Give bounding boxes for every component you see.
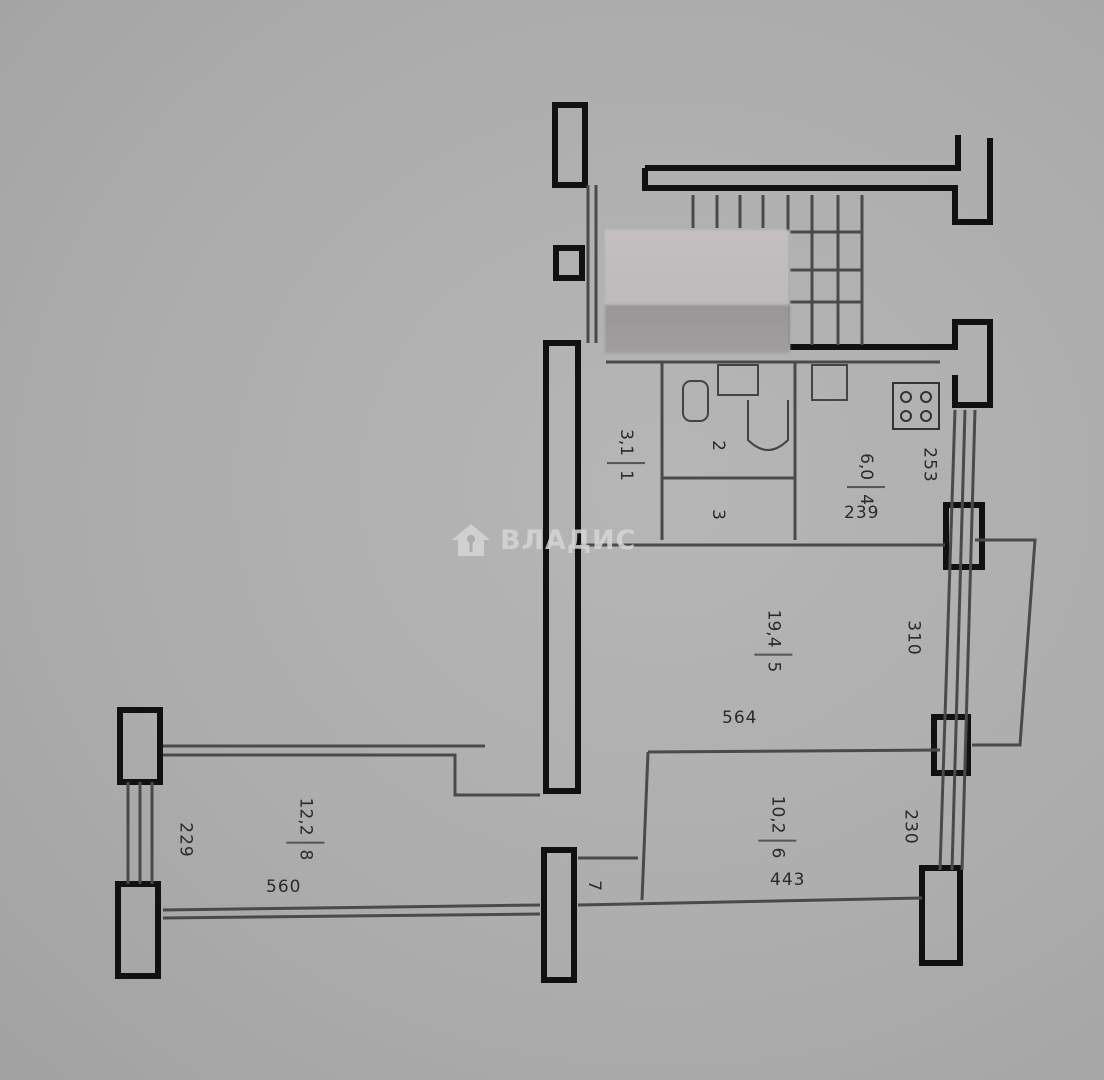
room-3-label: 3 bbox=[707, 509, 728, 521]
dim-room8-width: 229 bbox=[175, 822, 196, 858]
dim-kitchen-width: 253 bbox=[919, 447, 940, 483]
right-pillar-1 bbox=[943, 502, 985, 570]
upper-left-pillar bbox=[552, 102, 588, 188]
dim-kitchen-length: 239 bbox=[844, 503, 880, 523]
room-7-label: 7 bbox=[583, 880, 604, 892]
central-wall-lower bbox=[541, 847, 577, 983]
dim-bedroom6-length: 443 bbox=[770, 870, 806, 890]
dim-room8-length: 560 bbox=[266, 877, 302, 897]
blurred-region bbox=[605, 230, 790, 353]
watermark: ВЛАДИС bbox=[450, 522, 636, 558]
dim-living-length: 564 bbox=[722, 708, 758, 728]
small-column bbox=[553, 245, 585, 281]
toilet-icon bbox=[682, 380, 709, 422]
stove-icon bbox=[892, 382, 940, 430]
room-2-label: 2 bbox=[707, 440, 728, 452]
dim-bedroom6-width: 230 bbox=[900, 809, 921, 845]
dim-living-width: 310 bbox=[903, 620, 924, 656]
left-pillar-1 bbox=[117, 707, 163, 785]
sink-icon bbox=[717, 364, 759, 396]
left-pillar-2 bbox=[115, 881, 161, 979]
central-wall bbox=[543, 340, 581, 794]
house-key-icon bbox=[452, 524, 490, 556]
right-pillar-2 bbox=[931, 714, 971, 776]
bathtub-icon bbox=[747, 400, 789, 451]
watermark-text: ВЛАДИС bbox=[500, 524, 637, 556]
kitchen-sink-icon bbox=[811, 364, 848, 401]
right-pillar-3 bbox=[919, 865, 963, 966]
